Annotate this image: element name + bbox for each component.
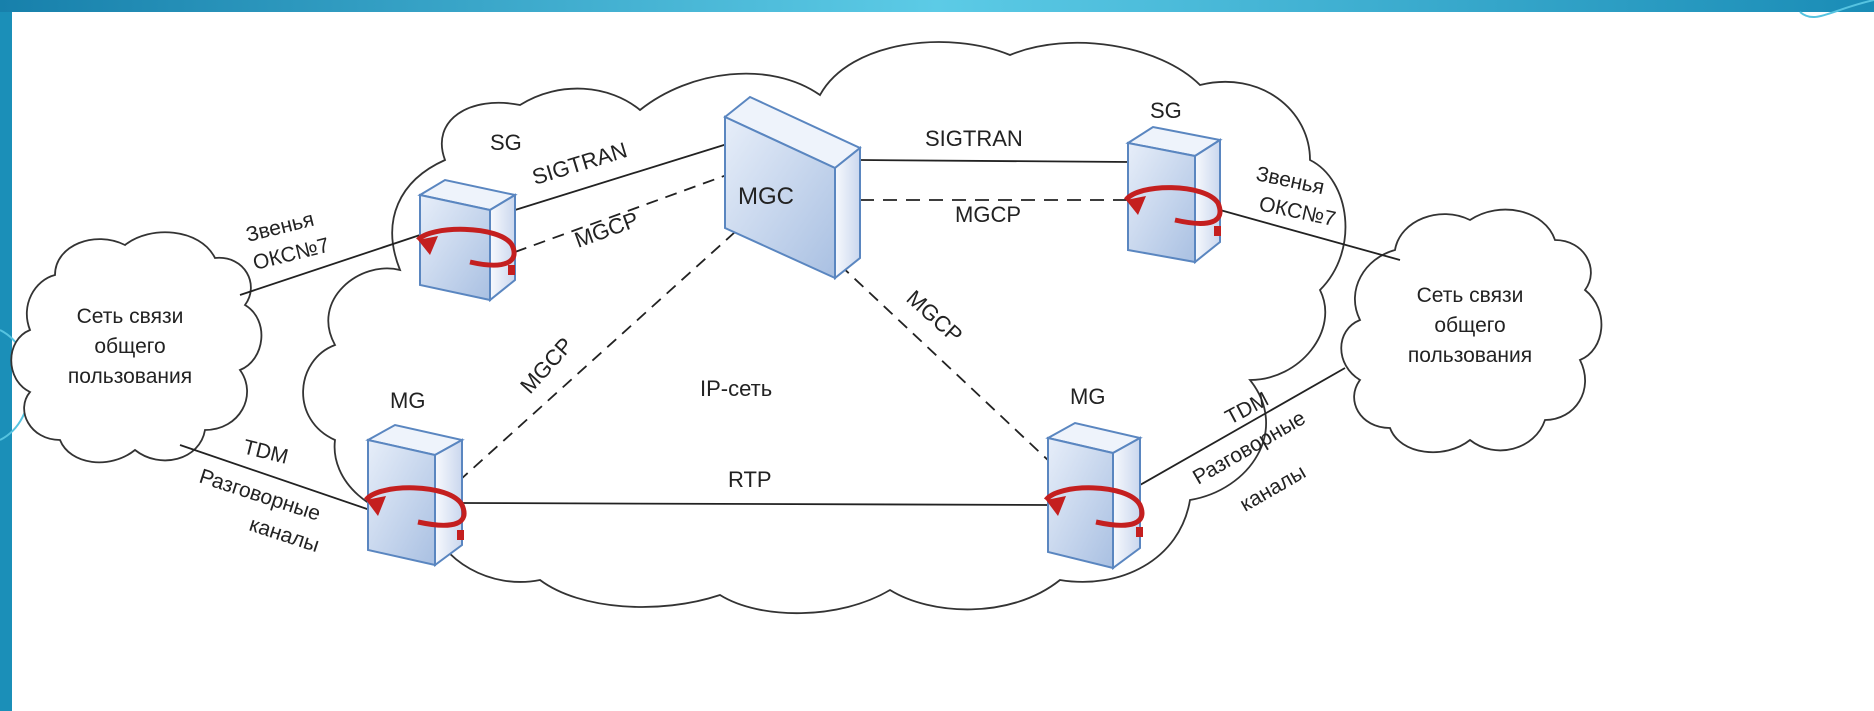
mg-left-port-icon bbox=[457, 530, 464, 540]
mg-left-arrowhead-icon bbox=[366, 496, 386, 516]
mg-right-port-icon bbox=[1136, 527, 1143, 537]
sg-device-right bbox=[1125, 125, 1223, 265]
sg-left-label: SG bbox=[490, 130, 522, 155]
rtp-link bbox=[461, 502, 1049, 506]
pstn-right-line-2: общего bbox=[1434, 314, 1505, 337]
pstn-right-line-3: пользования bbox=[1408, 344, 1532, 367]
pstn-left-line-3: пользования bbox=[68, 365, 192, 388]
sg-right-arrow-icon bbox=[1123, 185, 1223, 226]
mgcp-link-mg-left bbox=[459, 231, 736, 481]
sg-right-arrowhead-icon bbox=[1126, 196, 1146, 215]
pstn-left-line-1: Сеть связи bbox=[77, 305, 184, 328]
ip-network-label: IP-сеть bbox=[700, 376, 772, 401]
mg-left-arrow-icon bbox=[363, 485, 467, 528]
mg-right-arrow-icon bbox=[1043, 485, 1145, 528]
left-frame-band bbox=[0, 12, 12, 711]
mgc-label: MGC bbox=[738, 183, 794, 210]
tdm-link-right bbox=[1139, 367, 1346, 486]
mg-device-left bbox=[365, 423, 465, 567]
sigtran-link-left bbox=[514, 139, 741, 211]
sigtran-label-right: SIGTRAN bbox=[925, 126, 1023, 151]
pstn-cloud-left bbox=[10, 231, 263, 464]
mg-left-label: MG bbox=[390, 388, 425, 413]
sigtran-link-right bbox=[859, 159, 1131, 163]
sg-left-port-icon bbox=[508, 265, 515, 275]
sg-device-left bbox=[417, 178, 518, 303]
pstn-left-line-2: общего bbox=[94, 335, 165, 358]
ss7-link-left bbox=[239, 234, 421, 296]
mg-right-arrowhead-icon bbox=[1046, 496, 1066, 516]
tdm-link-left bbox=[179, 444, 371, 511]
mgcp-link-mg-right bbox=[839, 264, 1051, 463]
ss7-link-right bbox=[1219, 209, 1401, 261]
tdm-label-left: TDM bbox=[241, 436, 291, 469]
sg-right-label: SG bbox=[1150, 98, 1182, 123]
pstn-cloud-right bbox=[1340, 208, 1603, 453]
rtp-label: RTP bbox=[728, 467, 772, 492]
mgc-device bbox=[723, 95, 862, 281]
pstn-right-line-1: Сеть связи bbox=[1417, 284, 1524, 307]
sg-right-port-icon bbox=[1214, 226, 1221, 236]
sg-left-arrowhead-icon bbox=[418, 236, 438, 255]
sg-left-arrow-icon bbox=[416, 226, 517, 268]
mg-right-label: MG bbox=[1070, 384, 1105, 409]
mgcp-label-sg-right: MGCP bbox=[955, 202, 1021, 227]
right-frame-arc bbox=[1799, 0, 1874, 19]
mg-device-right bbox=[1045, 421, 1143, 570]
top-frame-band bbox=[0, 0, 1874, 12]
